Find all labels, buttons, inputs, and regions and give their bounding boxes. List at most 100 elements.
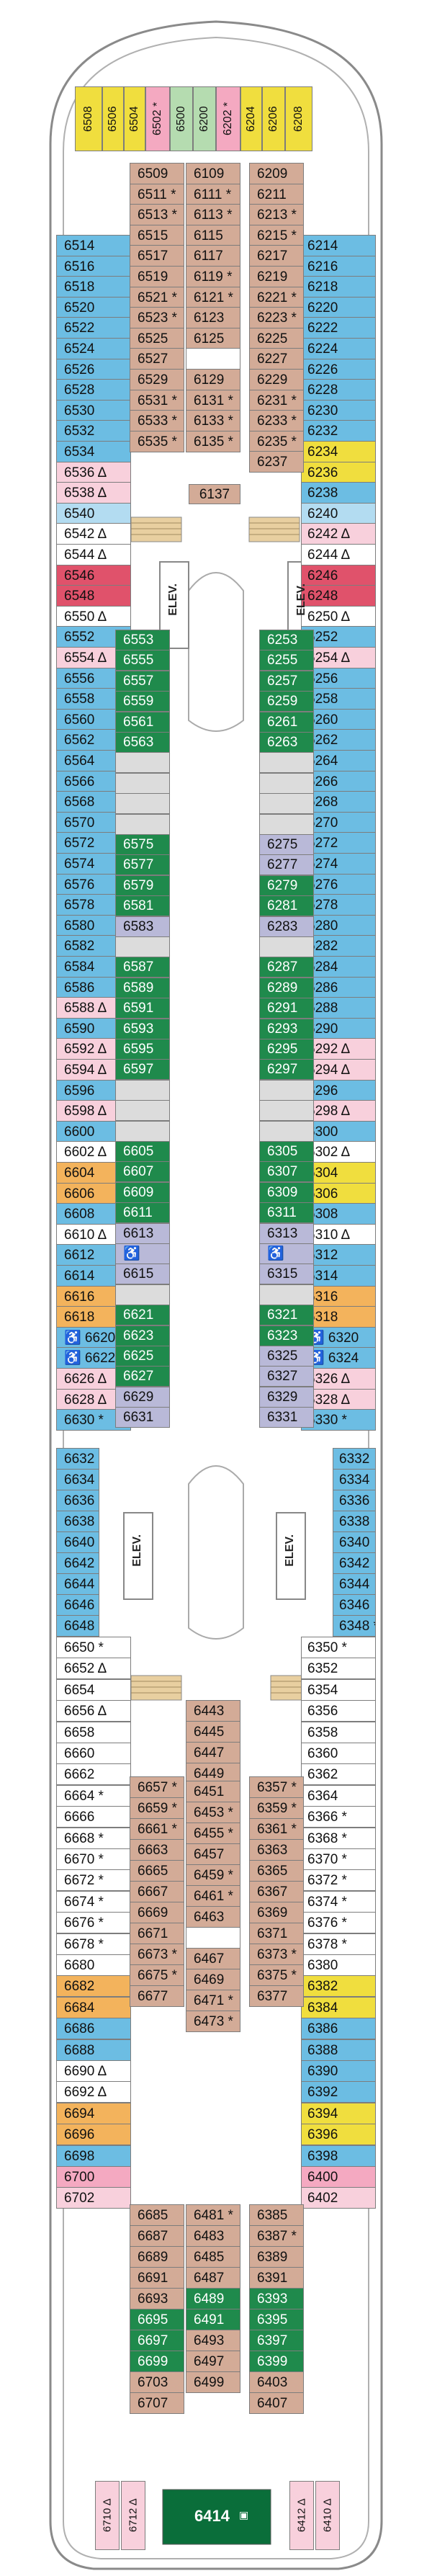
aft-bottom-mid-cabin[interactable]: 6493 [186,2330,240,2351]
stern-cabin[interactable]: 6410 Δ [315,2481,340,2550]
left-cabin[interactable]: 6538 Δ [56,482,131,504]
mid-right-cabin[interactable] [259,1080,314,1101]
aft-inner-mid-cabin[interactable]: 6455 * [186,1823,240,1844]
aft-inner-right-cabin[interactable]: 6365 [249,1860,304,1882]
mid-right-cabin[interactable]: ♿ [259,1243,314,1264]
right-aft-cabin[interactable]: 6392 [301,2081,376,2103]
mid-left-cabin[interactable]: 6591 [115,998,170,1019]
fore-inner-right-cabin[interactable]: 6209 [249,163,304,184]
top-cabin-6500[interactable]: 6500 [170,86,193,151]
left-stair-cabin[interactable]: 6648 * [56,1615,99,1637]
aft-inner-mid-cabin[interactable]: 6451 [186,1781,240,1802]
mid-right-cabin[interactable]: 6297 [259,1059,314,1080]
aft-inner-mid-cabin[interactable] [186,1927,240,1949]
right-stair-cabin[interactable]: 6344 [333,1573,376,1595]
aft-inner-left-cabin[interactable]: 6673 * [130,1944,184,1965]
aft-bottom-left-cabin[interactable]: 6697 [130,2330,184,2351]
fore-inner-cabin[interactable]: 6535 * [130,431,184,452]
right-aft-cabin[interactable]: 6362 [301,1763,376,1785]
fore-inner-cabin[interactable]: 6519 [130,266,184,287]
right-aft-cabin[interactable]: 6402 [301,2187,376,2209]
right-aft-cabin[interactable]: 6356 [301,1700,376,1722]
fore-mid-cabin[interactable]: 6111 * [186,184,240,205]
mid-right-cabin[interactable]: 6287 [259,957,314,978]
mid-left-cabin[interactable]: 6605 [115,1141,170,1162]
aft-bottom-right-cabin[interactable]: 6391 [249,2267,304,2289]
aft-inner-right-cabin[interactable]: 6357 * [249,1776,304,1798]
fore-inner-cabin[interactable]: 6525 [130,328,184,349]
fore-inner-right-cabin[interactable]: 6229 [249,369,304,390]
mid-left-cabin[interactable]: 6609 [115,1182,170,1203]
mid-right-cabin[interactable]: 6311 [259,1202,314,1223]
right-cabin[interactable]: 6218 [301,276,376,298]
left-aft-cabin[interactable]: 6682 [56,1975,131,1997]
top-cabin-6204[interactable]: 6204 [240,86,262,151]
right-aft-cabin[interactable]: 6352 [301,1658,376,1679]
top-cabin-6208[interactable]: 6208 [285,86,312,151]
left-cabin[interactable]: 6528 [56,379,131,401]
left-stair-cabin[interactable]: 6646 [56,1594,99,1616]
mid-right-cabin[interactable]: 6327 [259,1366,314,1387]
fore-inner-right-cabin[interactable]: 6235 * [249,431,304,452]
right-aft-cabin[interactable]: 6388 [301,2039,376,2061]
right-aft-cabin[interactable]: 6398 [301,2145,376,2167]
aft-bottom-right-cabin[interactable]: 6387 * [249,2225,304,2247]
mid-left-cabin[interactable]: 6579 [115,875,170,896]
left-cabin[interactable]: 6526 [56,359,131,380]
left-aft-cabin[interactable]: 6688 [56,2039,131,2061]
mid-left-cabin[interactable]: 6561 [115,712,170,733]
aft-inner-left-cabin[interactable]: 6657 * [130,1776,184,1798]
fore-inner-cabin[interactable]: 6527 [130,348,184,370]
fore-inner-right-cabin[interactable]: 6223 * [249,307,304,328]
aft-bottom-right-cabin[interactable]: 6395 [249,2309,304,2330]
fore-mid-cabin[interactable]: 6115 [186,225,240,246]
right-cabin[interactable]: 6236 [301,462,376,483]
right-aft-cabin[interactable]: 6376 * [301,1912,376,1933]
top-cabin-6508[interactable]: 6508 [75,86,102,151]
mid-left-cabin[interactable] [115,814,170,835]
aft-mid-top-cabin[interactable]: 6443 [186,1700,240,1722]
mid-left-cabin[interactable] [115,1121,170,1142]
fore-mid-cabin[interactable]: 6135 * [186,431,240,452]
aft-bottom-right-cabin[interactable]: 6385 [249,2204,304,2226]
left-cabin[interactable]: 6548 [56,585,131,607]
fore-inner-right-cabin[interactable]: 6217 [249,245,304,267]
mid-right-cabin[interactable]: 6261 [259,712,314,733]
mid-right-cabin[interactable] [259,773,314,794]
top-cabin-6202 *[interactable]: 6202 * [216,86,240,151]
right-aft-cabin[interactable]: 6396 [301,2124,376,2145]
left-aft-cabin[interactable]: 6674 * [56,1891,131,1913]
right-cabin[interactable]: 6234 [301,441,376,462]
mid-left-cabin[interactable]: 6623 [115,1325,170,1346]
right-aft-cabin[interactable]: 6384 [301,1997,376,2018]
mid-left-cabin[interactable]: 6553 [115,630,170,650]
right-cabin[interactable]: 6238 [301,482,376,504]
right-aft-cabin[interactable]: 6386 [301,2018,376,2039]
right-aft-cabin[interactable]: 6360 [301,1743,376,1764]
mid-left-cabin[interactable]: 6557 [115,671,170,692]
left-aft-cabin[interactable]: 6694 [56,2103,131,2124]
fore-inner-right-cabin[interactable]: 6227 [249,348,304,370]
aft-bottom-left-cabin[interactable]: 6699 [130,2351,184,2372]
aft-bottom-left-cabin[interactable]: 6695 [130,2309,184,2330]
right-stair-cabin[interactable]: 6346 [333,1594,376,1616]
aft-bottom-mid-cabin[interactable]: 6497 [186,2351,240,2372]
right-aft-cabin[interactable]: 6374 * [301,1891,376,1913]
mid-right-cabin[interactable]: 6325 [259,1346,314,1367]
mid-right-cabin[interactable]: 6313 [259,1223,314,1244]
aft-bottom-right-last[interactable]: 6407 [249,2392,304,2414]
mid-left-cabin[interactable]: 6593 [115,1019,170,1039]
mid-right-cabin[interactable]: 6323 [259,1325,314,1346]
aft-inner-right-cabin[interactable]: 6363 [249,1839,304,1861]
mid-left-cabin[interactable]: 6595 [115,1039,170,1060]
right-cabin[interactable]: 6220 [301,297,376,318]
right-cabin[interactable]: 6222 [301,317,376,339]
mid-left-cabin[interactable]: 6555 [115,650,170,671]
aft-inner-left-cabin[interactable]: 6665 [130,1860,184,1882]
left-stair-cabin[interactable]: 6634 [56,1469,99,1490]
left-stair-cabin[interactable]: 6638 [56,1511,99,1532]
mid-right-cabin[interactable]: 6329 [259,1387,314,1408]
aft-inner-left-cabin[interactable]: 6661 * [130,1818,184,1840]
aft-inner-right-cabin[interactable]: 6377 [249,1985,304,2007]
mid-right-cabin[interactable]: 6253 [259,630,314,650]
